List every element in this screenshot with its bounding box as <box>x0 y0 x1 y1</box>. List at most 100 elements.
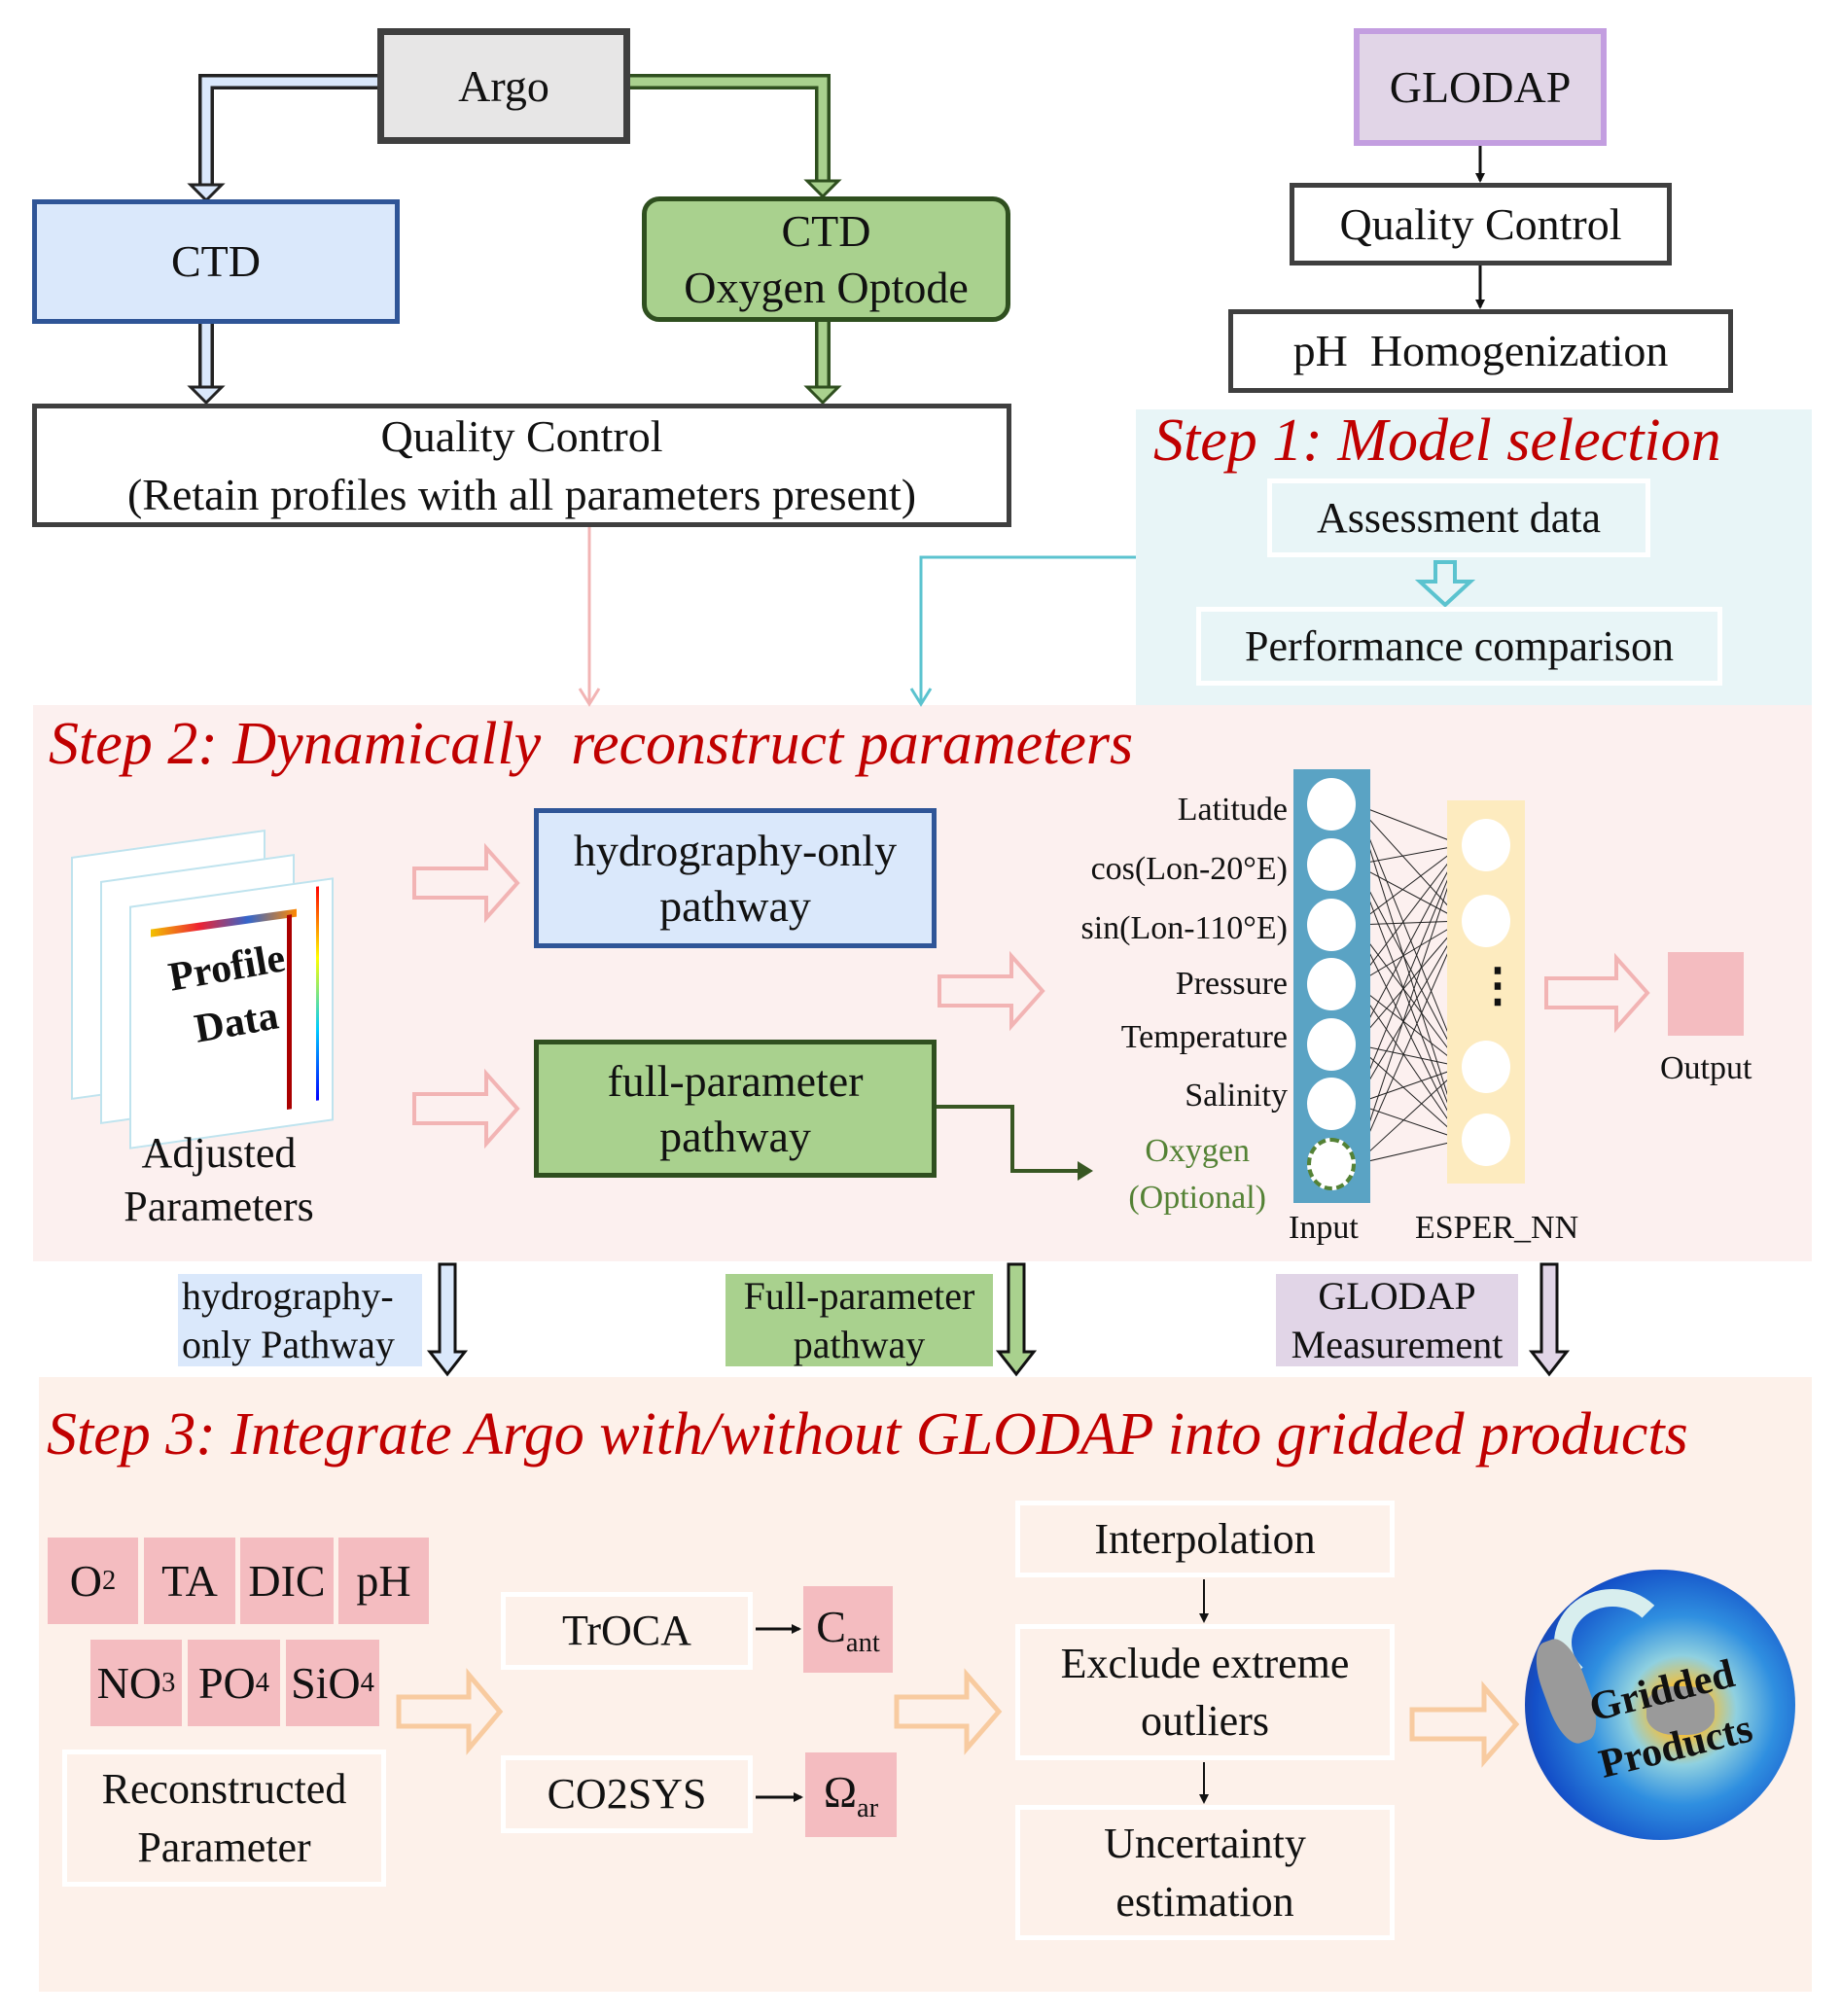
nn-connection <box>1355 864 1463 1141</box>
input-node <box>1307 1078 1356 1130</box>
nn-connection <box>1355 844 1463 1165</box>
reconstructed-text: Reconstructed <box>101 1765 347 1814</box>
params-to-calc-arrow <box>396 1668 504 1755</box>
assessment-to-performance-arrow <box>1414 560 1476 608</box>
input-node <box>1307 838 1356 891</box>
omega-base: Ω <box>823 1766 858 1817</box>
argo-box: Argo <box>377 28 630 144</box>
optional-input-node <box>1307 1138 1356 1190</box>
performance-label: Performance comparison <box>1244 621 1675 670</box>
input-node <box>1307 1018 1356 1071</box>
omega-label: Ωar <box>824 1766 878 1824</box>
argo-to-ctd-arrow <box>187 74 377 203</box>
estimation-text: estimation <box>1115 1877 1294 1926</box>
parameter-base: DIC <box>248 1556 326 1606</box>
hidden-node <box>1462 895 1510 947</box>
oxygen-text: Oxygen <box>1145 1133 1250 1169</box>
nn-connection <box>1355 1139 1463 1165</box>
hydro-text: hydrography- <box>182 1273 394 1318</box>
parameter-base: NO <box>96 1658 162 1708</box>
hydro-transfer-arrow <box>426 1262 469 1377</box>
nn-connection <box>1355 1043 1463 1068</box>
hydro-transfer-label: hydrography-only Pathway <box>178 1274 422 1366</box>
input-label-item: Pressure <box>1175 966 1288 1002</box>
adjusted-text: Adjusted <box>141 1128 297 1177</box>
argo-quality-control-box: Quality Control (Retain profiles with all… <box>32 404 1011 527</box>
nn-connection <box>1355 844 1463 866</box>
pathway-label: pathway <box>659 881 811 931</box>
nn-connection <box>1355 803 1463 922</box>
step3-title: Step 3: Integrate Argo with/without GLOD… <box>47 1401 1688 1468</box>
profile-to-hydro-arrow <box>412 842 520 924</box>
qc-label: Quality Control <box>1339 198 1622 249</box>
calc-to-processing-arrow <box>894 1668 1003 1755</box>
outliers-text: outliers <box>1141 1697 1269 1745</box>
glodap-label: GLODAP <box>1389 61 1572 112</box>
troca-label: TrOCA <box>562 1607 691 1655</box>
step1-panel <box>1136 409 1812 705</box>
nn-connection <box>1355 844 1463 926</box>
nn-connection <box>1355 1066 1463 1165</box>
nn-connection <box>1355 864 1463 1068</box>
nn-connection <box>1355 803 1463 846</box>
nn-to-output-arrow <box>1544 952 1650 1034</box>
ctd-oxygen-box: CTD Oxygen Optode <box>642 196 1010 322</box>
qc-note: (Retain profiles with all parameters pre… <box>126 469 917 519</box>
optional-text: (Optional) <box>1128 1179 1266 1216</box>
co2sys-box: CO2SYS <box>501 1755 753 1833</box>
input-node <box>1307 899 1356 951</box>
nn-connection <box>1355 920 1463 1045</box>
nn-connection <box>1355 920 1463 1165</box>
ctd-label: CTD <box>171 236 261 287</box>
nn-connection <box>1355 924 1463 1068</box>
input-label: Input <box>1289 1210 1359 1246</box>
oxygen-optode-label: Oxygen Optode <box>684 262 969 312</box>
oxygen-optional-label: Oxygen (Optional) <box>1128 1128 1266 1220</box>
full-label: full-parameter <box>607 1055 864 1106</box>
oxygen-to-qc-arrow <box>803 322 842 406</box>
input-node <box>1307 958 1356 1010</box>
interpolation-label: Interpolation <box>1094 1514 1316 1563</box>
pathway-text: pathway <box>793 1322 926 1366</box>
parameter-base: O <box>69 1556 102 1606</box>
parameter-sub: 2 <box>101 1565 117 1596</box>
esper-nn-label: ESPER_NN <box>1415 1210 1579 1246</box>
nn-connection <box>1355 864 1463 922</box>
omega-sub: ar <box>857 1792 879 1823</box>
ph-label: pH Homogenization <box>1292 326 1669 376</box>
interpolation-box: Interpolation <box>1015 1501 1395 1577</box>
ctd-label: CTD <box>781 206 871 256</box>
argo-to-oxygen-arrow <box>630 74 842 199</box>
nn-connection <box>1355 844 1463 1105</box>
input-label-item: sin(Lon-110°E) <box>1080 910 1288 946</box>
measurement-text: Measurement <box>1291 1322 1504 1366</box>
cant-sub: ant <box>845 1627 880 1658</box>
hydro-label: hydrography-only <box>573 825 898 875</box>
nn-connection <box>1355 983 1463 1068</box>
parameter-box: DIC <box>240 1538 334 1624</box>
qc-label: Quality Control <box>380 410 663 461</box>
parameter-box: pH <box>338 1538 429 1624</box>
performance-comparison-box: Performance comparison <box>1196 607 1722 686</box>
nn-connection <box>1355 983 1463 1141</box>
hidden-node <box>1462 819 1510 871</box>
input-label-item: Latitude <box>1177 792 1288 828</box>
hydrography-pathway-box: hydrography-only pathway <box>534 808 937 948</box>
parameter-base: PO <box>197 1658 256 1708</box>
input-label-item: Temperature <box>1120 1019 1288 1055</box>
nn-connection <box>1355 920 1463 985</box>
nn-connection <box>1355 844 1463 985</box>
nn-connection <box>1355 1103 1463 1141</box>
omega-box: Ωar <box>805 1752 897 1837</box>
